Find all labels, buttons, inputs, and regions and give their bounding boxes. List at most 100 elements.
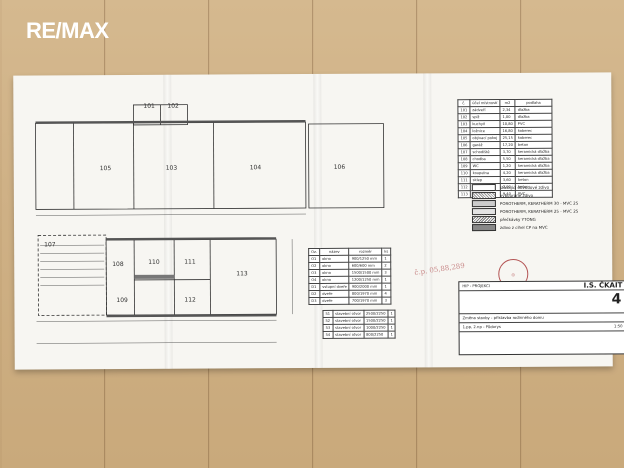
window-table-row-cell: 1200/1250 mm	[349, 276, 382, 284]
legend-label: vybourané zdivo	[499, 192, 534, 198]
title-block-row	[459, 290, 624, 315]
room-table-row-cell: 113	[458, 190, 471, 198]
window-table-row-cell: 900/2000 mm	[349, 283, 383, 291]
window-table-row-cell: 700/1970 mm	[349, 297, 383, 305]
window-table-header: ks	[381, 248, 391, 256]
opening-table-row-cell: 1	[388, 317, 396, 325]
opening-table-row-cell: 1	[388, 324, 396, 332]
window-table-row-cell: vstupní dveře	[319, 283, 350, 291]
legend-swatch	[471, 207, 496, 215]
title-block-role: HIP - PROJEKCI	[462, 283, 490, 289]
room-table-row-cell: 110	[458, 169, 471, 177]
room-label: 108	[112, 260, 124, 269]
window-table-row-cell: 800/1970 mm	[349, 290, 383, 298]
window-table-row-cell: 1	[381, 283, 391, 291]
legend-row: zdivo z cihel CP na MVC	[472, 223, 578, 232]
legend-swatch	[471, 191, 496, 199]
window-table-row-cell: 1500/1500 mm	[349, 269, 382, 277]
opening-table-row-cell: S1	[322, 310, 333, 318]
room-label: 111	[184, 258, 196, 266]
room-label: 113	[236, 270, 248, 278]
remax-logo: RE/MAX	[26, 18, 109, 43]
opening-table-row-cell: S2	[323, 317, 333, 325]
opening-table-row-cell: 1500/2250	[363, 317, 389, 325]
legend-label: stávající obvodové zdivo	[499, 184, 550, 190]
room-table-row-cell: 102	[457, 113, 470, 121]
opening-table-row-cell: 2500/2250	[363, 310, 389, 318]
sheet-number: 4	[611, 291, 622, 308]
floor-plan-drawing	[35, 104, 385, 344]
room-table-row-cell: 101	[457, 106, 470, 114]
legend-swatch	[471, 183, 496, 191]
window-table-row-cell: D2	[308, 290, 320, 298]
opening-table-row-cell: 800/2250	[363, 331, 389, 339]
room-label: 109	[116, 296, 128, 305]
room-label: 101	[143, 102, 155, 110]
opening-table-row-cell: stavební otvor	[332, 331, 364, 339]
legend-swatch	[471, 199, 496, 207]
room-label: 104	[249, 164, 262, 172]
window-table-row-cell: 2	[381, 262, 391, 270]
room-table-row-cell: obývací pokoj	[469, 134, 501, 142]
window-table-row-cell: 3	[381, 269, 391, 277]
room-table-row-cell: 112	[458, 183, 471, 191]
window-table-row-cell: D1	[308, 283, 320, 291]
window-table-row-cell: 900/1250 mm	[349, 255, 382, 263]
legend-label: přečkávky YTONG	[499, 216, 536, 222]
window-table-row-cell: 4	[382, 290, 392, 298]
room-table-row-cell: keramická dlažba	[515, 169, 553, 177]
window-table-row-cell: O1	[308, 255, 320, 263]
opening-table-row-cell: 1000/2250	[363, 324, 389, 332]
legend-label: POROTHERM, KERATHERM 30 - MVC 25	[499, 200, 579, 206]
legend-swatch	[472, 223, 497, 231]
room-table-header: č.	[457, 99, 470, 107]
window-table-row-cell: 1	[381, 255, 391, 263]
window-table-row-cell: O3	[308, 269, 320, 277]
room-label: 105	[99, 165, 112, 173]
title-block-drawing: 1.pp, 2.np - Půdorys	[462, 324, 501, 330]
legend-label: zdivo z cihel CP na MVC	[500, 224, 548, 230]
room-table-row-cell: keramická dlažba	[515, 162, 553, 170]
room-table-row-cell: 105	[458, 134, 470, 142]
room-label: 103	[165, 164, 178, 172]
room-table-row-cell: 106	[458, 141, 470, 149]
room-label: 112	[184, 296, 196, 304]
title-block-project: Změna stavby - přístavba rodinného domu	[462, 314, 544, 321]
window-table-row-cell: 3	[382, 297, 392, 305]
opening-table-row-cell: stavební otvor	[332, 324, 364, 332]
opening-table-row-cell: S4	[323, 331, 333, 339]
room-table-row-cell: 109	[458, 162, 471, 170]
window-table-row-cell: 1	[381, 276, 391, 284]
lower-wall-outline	[105, 238, 277, 316]
room-table-header: účel místností	[469, 99, 500, 107]
window-table-row-cell: O2	[308, 262, 320, 270]
window-table-row-cell: D3	[308, 297, 320, 305]
room-label: 102	[167, 102, 179, 110]
floor-plan-sheet: 105 101 102 103 104 106 107 108 109 110 …	[13, 72, 624, 370]
window-table-row-cell: dveře	[319, 297, 350, 305]
title-block-row: 1.pp, 2.np - Půdorys 1:50	[459, 322, 624, 333]
opening-table-row-cell: stavební otvor	[332, 317, 364, 325]
window-table-row-cell: O4	[308, 276, 320, 284]
plan-legend: stávající obvodové zdivo vybourané zdivo…	[471, 183, 579, 232]
room-table-row-cell: 111	[458, 176, 471, 184]
legend-swatch	[471, 215, 497, 223]
window-table-header: Oz.	[308, 248, 320, 256]
room-label: 106	[333, 163, 346, 171]
opening-table-row-cell: stavební otvor	[332, 310, 364, 318]
opening-table-row-cell: 1	[387, 310, 396, 318]
garage-outline	[308, 123, 385, 209]
room-label: 110	[148, 258, 160, 266]
